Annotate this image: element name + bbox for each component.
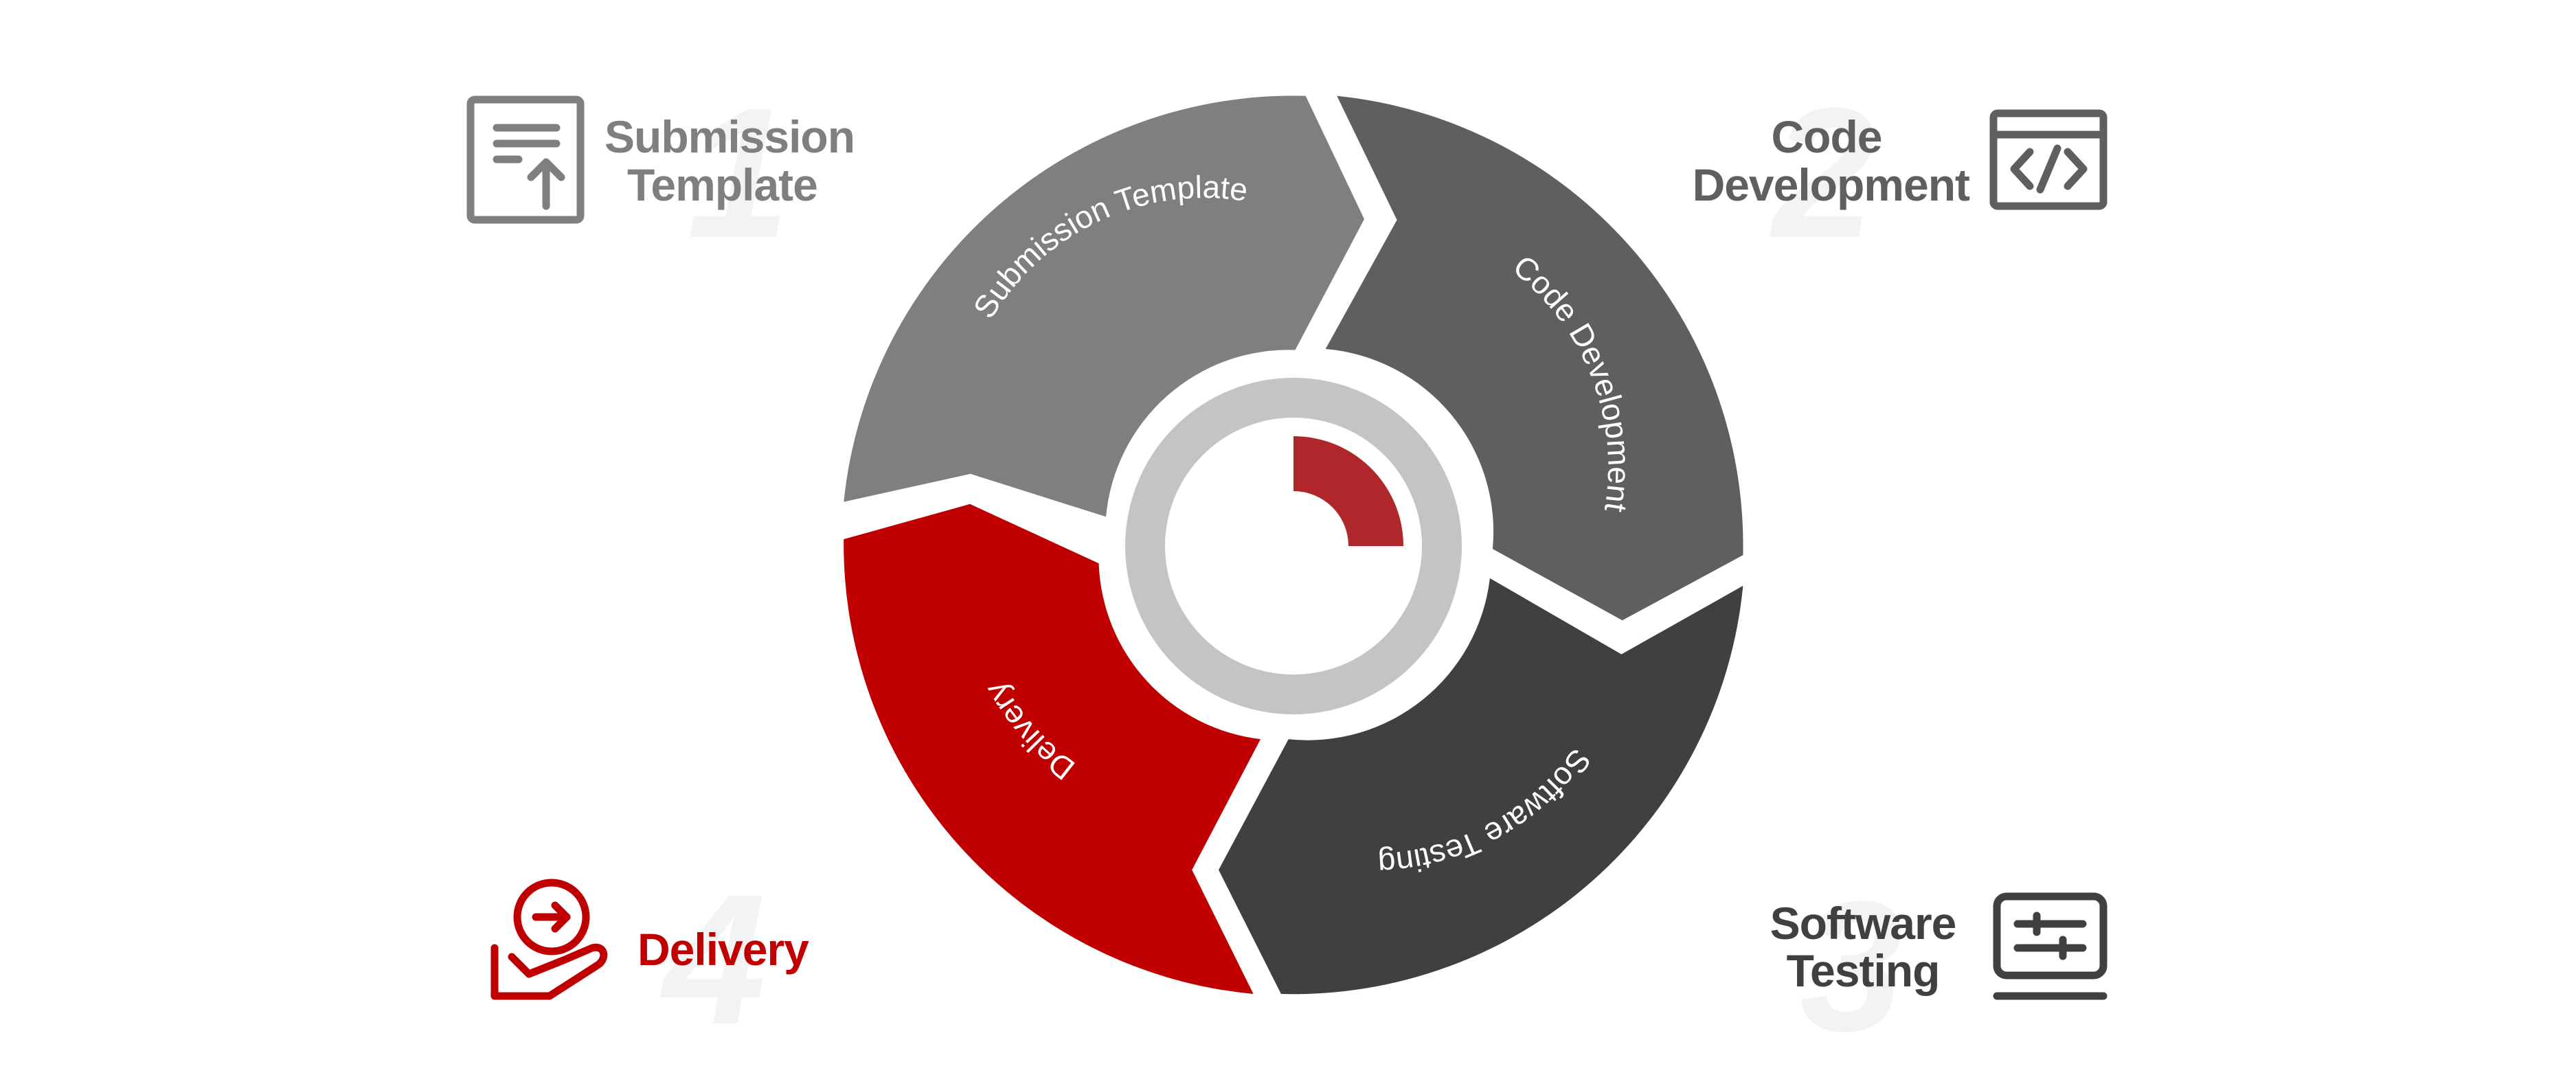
segment-code-development[interactable] [1325, 95, 1743, 621]
hub-ring [1125, 378, 1462, 714]
corner-software-testing: Software Testing [1770, 892, 2108, 1000]
segment-submission-template[interactable] [844, 95, 1364, 517]
corner-title-code-line2: Development [1693, 159, 1970, 210]
corner-code-development: Code Development [1693, 109, 2108, 210]
corner-delivery: Delivery [490, 879, 810, 1000]
sliders-monitor-icon [1993, 892, 2108, 1000]
step-number-3: 3 [1800, 863, 1903, 1070]
step-number-4: 4 [657, 857, 767, 1063]
corner-title-submission-line2: Template [627, 159, 817, 210]
hand-delivery-icon [490, 879, 608, 1000]
progress-arc [1293, 436, 1403, 546]
document-upload-icon [466, 95, 585, 224]
corner-title-testing-line2: Testing [1787, 945, 1940, 996]
segment-delivery[interactable] [844, 504, 1261, 994]
cycle-ring [844, 95, 1743, 995]
corner-title-submission-line1: Submission [605, 111, 855, 162]
step-number-1: 1 [687, 70, 790, 277]
step-number-2: 2 [1770, 70, 1875, 277]
corner-title-delivery: Delivery [637, 924, 809, 975]
code-window-icon [1989, 109, 2108, 210]
corner-title-code-line1: Code [1772, 111, 1882, 162]
segment-software-testing[interactable] [1219, 578, 1743, 995]
corner-title-testing-line1: Software [1770, 898, 1956, 949]
corner-submission-template: Submission Template [466, 95, 855, 224]
